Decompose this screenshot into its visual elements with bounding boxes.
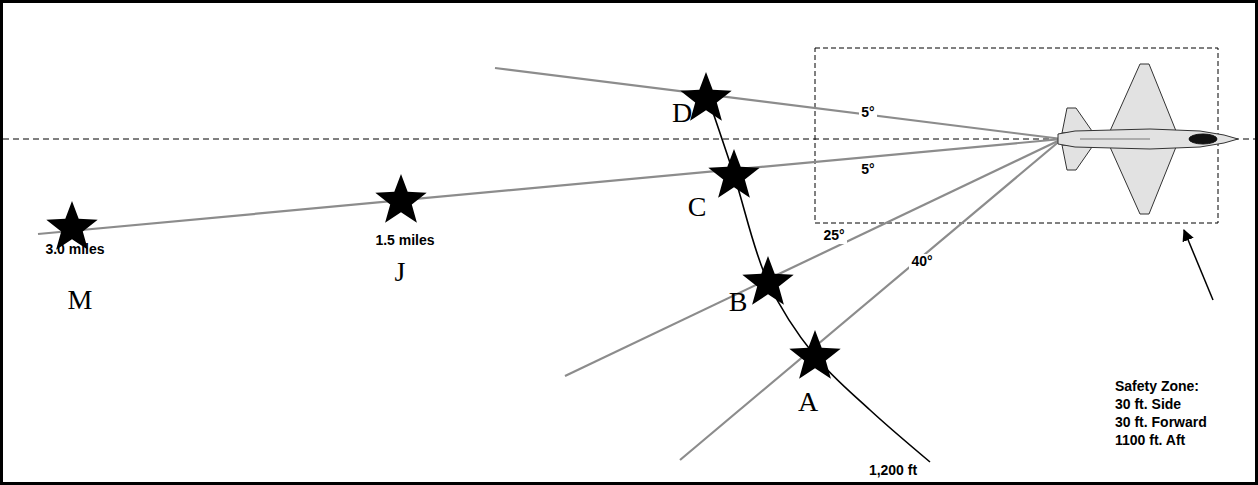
sight-lines bbox=[38, 68, 1062, 460]
position-star bbox=[742, 256, 793, 305]
point-letter: C bbox=[688, 192, 707, 223]
point-letter: B bbox=[729, 287, 748, 318]
point-letter: M bbox=[68, 285, 93, 316]
dimension-label: 40° bbox=[909, 254, 934, 269]
position-star bbox=[708, 149, 759, 198]
point-letter: A bbox=[798, 387, 818, 418]
position-star bbox=[789, 330, 840, 379]
dimension-label: 5° bbox=[859, 105, 876, 120]
dimension-label: 5° bbox=[859, 162, 876, 177]
position-star bbox=[375, 174, 426, 223]
dimension-label: 30 ft. Forward bbox=[1115, 415, 1207, 430]
dimension-label: 30 ft. Side bbox=[1115, 397, 1181, 412]
dimension-label: Safety Zone: bbox=[1115, 379, 1199, 394]
dimension-label: 1.5 miles bbox=[375, 233, 434, 248]
dimension-label: 25° bbox=[821, 228, 846, 243]
point-letter: J bbox=[395, 257, 406, 288]
range-arc bbox=[706, 92, 930, 462]
stars bbox=[46, 72, 840, 379]
jet bbox=[1058, 64, 1238, 214]
dimension-label: 1,200 ft bbox=[867, 463, 919, 478]
point-letter: D bbox=[672, 98, 692, 129]
dimension-label: 1100 ft. Aft bbox=[1115, 433, 1185, 448]
dimension-label: 3.0 miles bbox=[45, 242, 104, 257]
arc-path bbox=[706, 92, 930, 462]
callout-arrow bbox=[1184, 230, 1213, 300]
